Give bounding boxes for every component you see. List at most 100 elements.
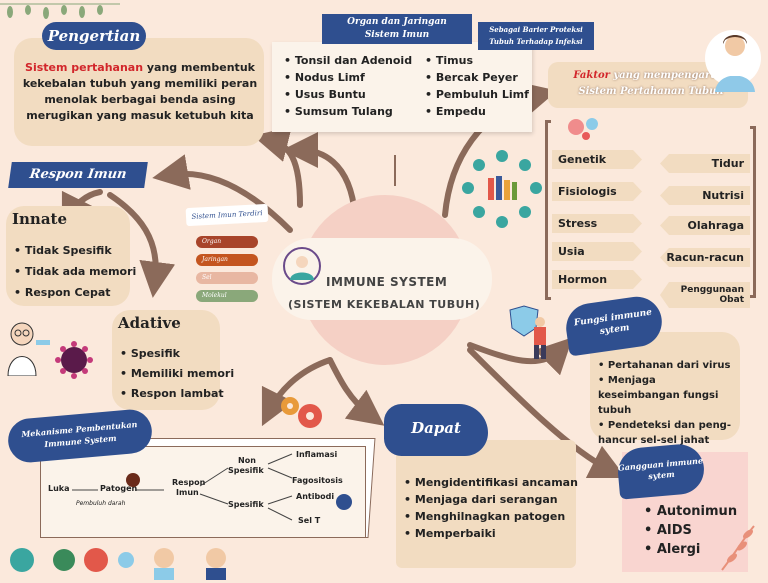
dapat-list: Mengidentifikasi ancaman Menjaga dari se… [404,474,578,542]
innate-item: Tidak ada memori [14,261,136,282]
faktor-title: Faktor yang mempengaruhi Sistem Pertahan… [556,68,746,100]
faktor-left-item: Genetik [552,150,642,169]
fungsi-item: Menjaga keseimbangan fungsi tubuh [598,373,736,418]
innate-item: Tidak Spesifik [14,240,136,261]
mekanisme-spesifik: Spesifik [228,500,264,509]
shield-person-illustration [500,302,560,366]
faktor-left-item: Fisiologis [552,182,642,201]
gangguan-item: Autonimun [644,502,737,521]
innate-title: Innate [12,210,68,228]
respon-title: Respon Imun [8,162,148,188]
sistem-imun-item: Jaringan [196,254,258,266]
faktor-bracket-right [750,126,756,298]
organ-item: Bercak Peyer [425,69,529,86]
mekanisme-selt: Sel T [298,516,321,525]
mekanisme-luka: Luka [48,484,70,493]
mekanisme-fagositosis: Fagositosis [292,476,343,485]
faktor-left-item: Stress [552,214,642,233]
mekanisme-spesifik-non: Spesifik [228,466,264,475]
faktor-left-item: Usia [552,242,642,261]
faktor-right-item: Penggunaan Obat [660,282,750,308]
innate-list: Tidak Spesifik Tidak ada memori Respon C… [14,240,136,303]
arrow-to-dapat [327,357,385,426]
arrow-to-fungsi [467,337,573,376]
pengertian-title: Pengertian [42,22,146,50]
faktor-title-rest: yang mempengaruhi [609,70,729,81]
dapat-title-bg [384,404,488,456]
virus-icon [562,112,602,146]
leaves-decoration [0,0,120,26]
center-title: IMMUNE SYSTEM [326,275,448,289]
dapat-item: Menghilnagkan patogen [404,508,578,525]
mekanisme-patogen: Patogen [100,484,138,493]
adative-item: Spesifik [120,344,234,364]
mekanisme-imun: Imun [176,488,199,497]
faktor-title-line2: Sistem Pertahanan Tubuh [578,86,724,97]
sistem-imun-item: Sel [196,272,258,284]
organ-item: Pembuluh Limf [425,86,529,103]
mekanisme-card [40,446,366,538]
doctor-illustration [705,22,761,92]
gangguan-item: AIDS [644,521,737,540]
barier-label: Sebagai Barier Proteksi Tubuh Terhadap I… [478,22,594,50]
adative-list: Spesifik Memiliki memori Respon lambat [120,344,234,404]
fungsi-item: Pertahanan dari virus [598,358,736,373]
pengertian-body: yang membentuk kekebalan tubuh yang memi… [22,61,258,122]
organ-title-line2: Sistem Imun [364,30,430,40]
dapat-item: Menjaga dari serangan [404,491,578,508]
cell-icon [126,473,140,487]
arrow-to-organ [282,132,358,218]
pengertian-text: Sistem pertahanan yang membentuk kekebal… [22,60,258,124]
organ-title-line1: Organ dan Jaringan [347,17,447,27]
center-subtitle: (SISTEM KEKEBALAN TUBUH) [288,298,481,311]
organ-list-right: Timus Bercak Peyer Pembuluh Limf Empedu [425,52,529,120]
organ-item: Usus Buntu [284,86,412,103]
mekanisme-respon: Respon [172,478,206,487]
faktor-highlight: Faktor [573,70,610,81]
leaf-illustration [718,522,758,576]
mekanisme-pembuluh: Pembuluh darah [76,500,126,507]
faktor-right-item: Olahraga [660,216,750,235]
organ-item: Sumsum Tulang [284,103,412,120]
organ-item: Nodus Limf [284,69,412,86]
dapat-title: Dapat [411,419,461,437]
mekanisme-flow-lines [72,453,293,521]
antibody-icon [336,494,352,510]
gangguan-item: Alergi [644,540,737,559]
virus-dark-icon [54,340,94,384]
organ-item: Timus [425,52,529,69]
mekanisme-non: Non [238,456,256,465]
arrow-to-gangguan [467,347,627,479]
people-circle-illustration [462,150,542,234]
sistem-imun-item: Molekul [196,290,258,302]
faktor-bracket-left [545,120,551,300]
pengertian-highlight: Sistem pertahanan [25,61,144,74]
arrow-to-adative [107,192,176,298]
adative-item: Respon lambat [120,384,234,404]
faktor-right-item: Racun-racun [660,248,750,267]
dapat-item: Memperbaiki [404,525,578,542]
fungsi-list: Pertahanan dari virus Menjaga keseimbang… [598,358,736,448]
arrow-to-mekanisme [261,357,333,427]
mekanisme-inflamasi: Inflamasi [296,450,338,459]
arrow-to-respon [152,154,293,233]
sistem-imun-item: Organ [196,236,258,248]
organ-item: Empedu [425,103,529,120]
fungsi-item: Pendeteksi dan peng-hancur sel-sel jahat [598,418,736,448]
dapat-item: Mengidentifikasi ancaman [404,474,578,491]
scientist-illustration [4,318,52,380]
barier-line1: Sebagai Barier Proteksi [489,25,583,34]
barier-line2: Tubuh Terhadap Infeksi [489,37,583,46]
mekanisme-antibodi: Antibodi [296,492,335,501]
virus-bottom-icons [4,540,244,583]
faktor-right-item: Tidur [660,154,750,173]
gear-icon [276,392,324,436]
organ-title: Organ dan Jaringan Sistem Imun [322,14,472,44]
adative-item: Memiliki memori [120,364,234,384]
faktor-left-item: Hormon [552,270,642,289]
pengertian-card [14,38,264,146]
innate-item: Respon Cepat [14,282,136,303]
center-icon [282,246,322,290]
faktor-right-item: Nutrisi [660,186,750,205]
